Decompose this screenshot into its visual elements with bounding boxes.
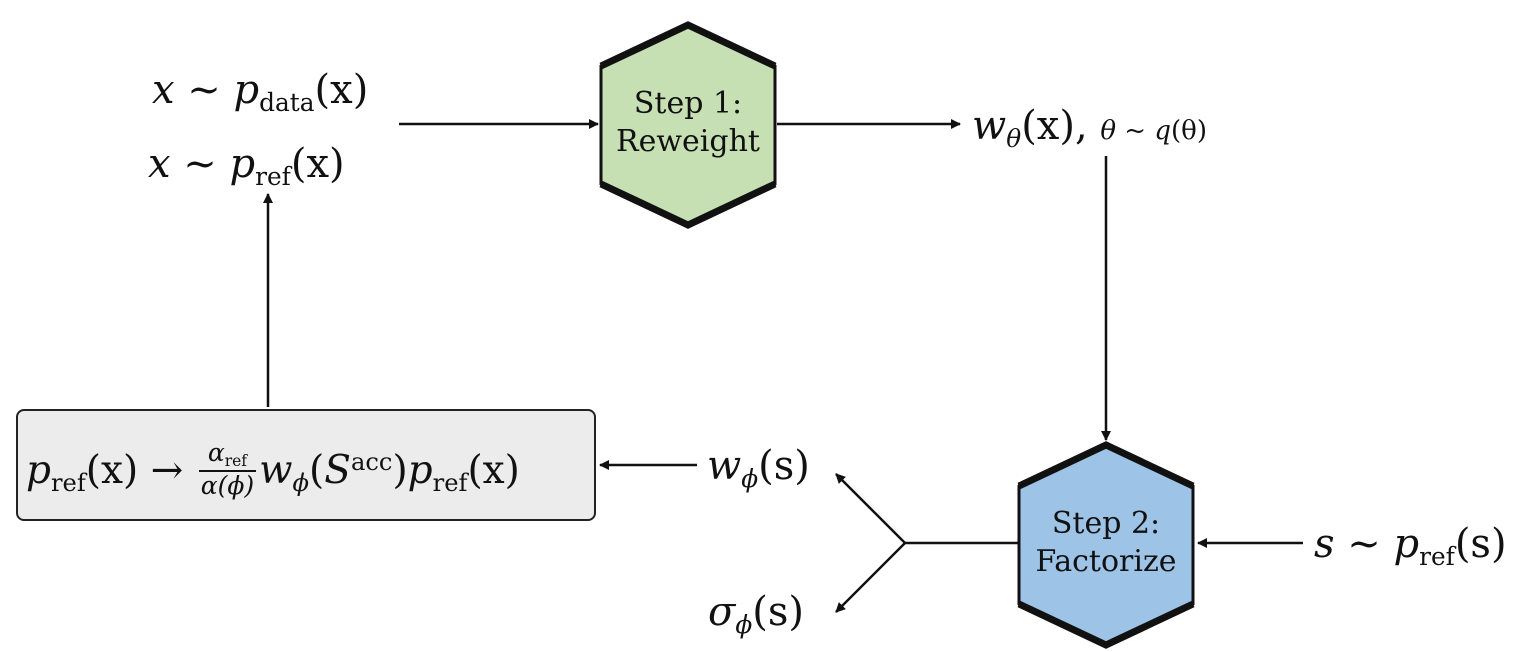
arrow-split-to-sigma — [835, 542, 906, 613]
step2-hexagon-shadow — [1017, 441, 1195, 649]
data-distribution-label: x ~ pdata(x) — [152, 67, 369, 117]
arrow-split-to-w — [835, 473, 906, 544]
step1-label: Step 1: Reweight — [603, 85, 773, 160]
sample-input-label: s ~ pref(s) — [1314, 521, 1507, 571]
step2-label: Step 2: Factorize — [1021, 505, 1191, 580]
step1-subtitle: Reweight — [616, 123, 760, 159]
step2-title: Step 2: — [1051, 506, 1161, 541]
reweight-output-label: wθ(x), θ ~ q(θ) — [972, 103, 1207, 153]
step2-subtitle: Factorize — [1035, 543, 1177, 579]
step1-hexagon-shadow — [599, 21, 777, 229]
update-rule-box — [16, 409, 596, 521]
reference-distribution-label: x ~ pref(x) — [148, 141, 345, 191]
step1-title: Step 1: — [633, 86, 743, 121]
weight-function-label: wϕ(s) — [707, 443, 810, 493]
sigma-function-label: σϕ(s) — [708, 589, 804, 639]
